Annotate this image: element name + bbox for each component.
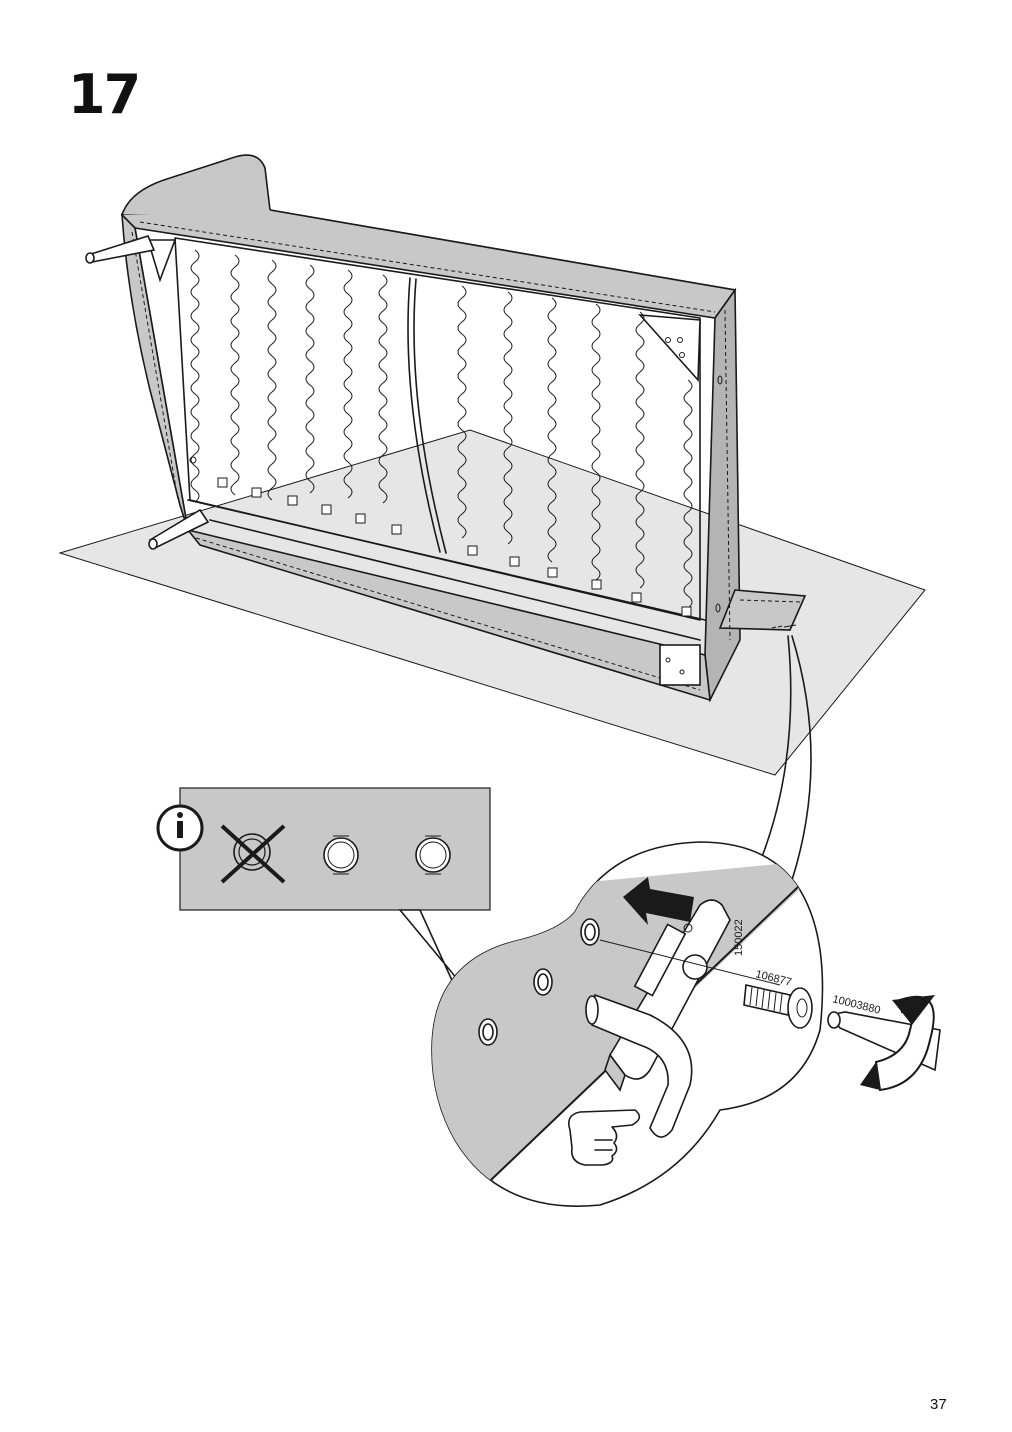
spring-clips [217,477,692,617]
info-panel [156,787,491,911]
hole-icon [323,835,359,875]
hand-pointer-icon [567,1109,641,1166]
rotation-arrow-icon [860,995,935,1092]
bracket-150022 [585,899,731,1138]
hole-icon [415,835,451,875]
part-label-150022: 150022 [733,919,745,956]
bolt-106877 [743,984,813,1029]
leader-line [791,635,812,881]
leader-line [759,635,792,863]
direction-arrow-icon [623,877,694,925]
info-icon [156,804,204,852]
crossed-out-hole-icon [220,824,286,884]
detail-view [431,841,941,1207]
panel-holes [478,918,600,1046]
sofa-frame [85,154,807,703]
step-number: 17 [68,63,141,126]
springs [190,249,693,609]
page-number: 37 [930,1396,947,1413]
